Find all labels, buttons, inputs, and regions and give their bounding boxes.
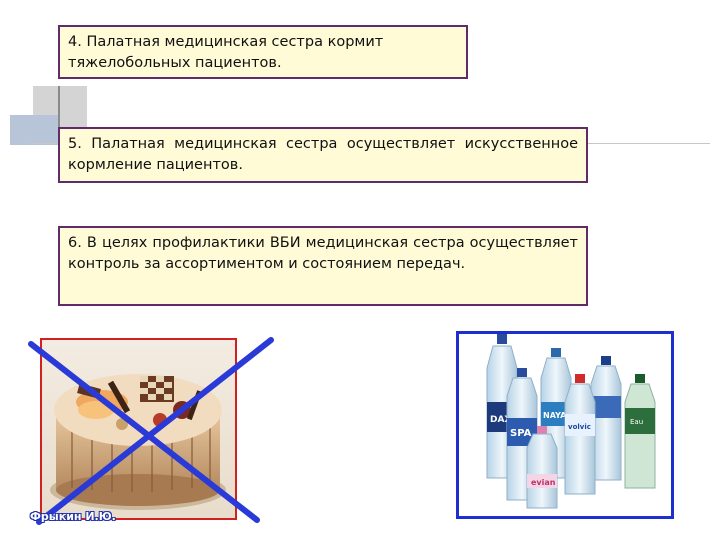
- svg-text:Eau: Eau: [630, 418, 643, 426]
- svg-text:evian: evian: [531, 478, 556, 487]
- author-caption: Фрыкин И.Ю.: [30, 510, 116, 523]
- decor-square-blue: [10, 115, 58, 145]
- text-box-item-5: 5. Палатная медицинская сестра осуществл…: [58, 127, 588, 183]
- item-6-text: 6. В целях профилактики ВБИ медицинская …: [68, 235, 578, 272]
- item-5-text: 5. Палатная медицинская сестра осуществл…: [68, 136, 578, 173]
- decor-vertical-line: [58, 86, 60, 146]
- svg-text:SPA: SPA: [510, 428, 532, 439]
- cross-out-icon: [28, 337, 274, 525]
- svg-text:DAX: DAX: [490, 415, 511, 425]
- text-box-item-6: 6. В целях профилактики ВБИ медицинская …: [58, 226, 588, 306]
- item-4-text: 4. Палатная медицинская сестра кормит тя…: [68, 34, 384, 71]
- svg-text:volvic: volvic: [568, 423, 591, 431]
- water-bottles-image: DAX NAYA Eau SPA: [456, 331, 674, 519]
- text-box-item-4: 4. Палатная медицинская сестра кормит тя…: [58, 25, 468, 79]
- svg-text:NAYA: NAYA: [543, 411, 567, 420]
- water-bottles-icon: DAX NAYA Eau SPA: [459, 334, 671, 516]
